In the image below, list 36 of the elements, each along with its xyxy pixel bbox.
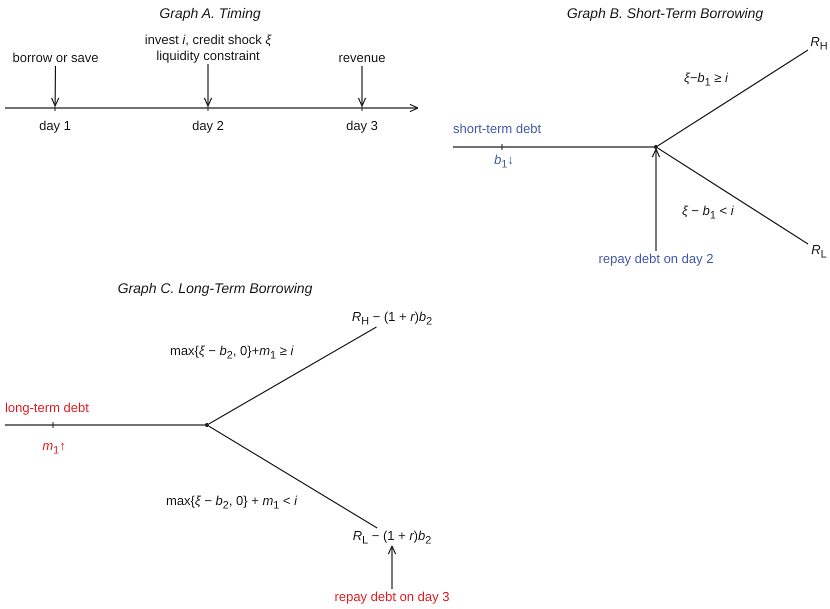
outcome-label: R$_{H}$	[808, 34, 830, 52]
repay-note: repay debt on day 2	[586, 251, 726, 267]
graph-title: Graph C. Long-Term Borrowing	[116, 280, 314, 296]
branch-line	[658, 148, 808, 244]
edge-label: long-term debt	[5, 400, 89, 416]
edge-label: short-term debt	[453, 121, 542, 137]
graph-title: Graph A. Timing	[158, 5, 262, 21]
arrow	[388, 545, 396, 589]
edge-label: ξ−b$_{1}$ ≥ i	[684, 70, 728, 91]
event-text: borrow or save	[8, 50, 103, 66]
edge-label: max{ξ − b$_{2}$, 0}+m$_{1}$ ≥ i	[170, 343, 294, 364]
graph-title: Graph B. Short-Term Borrowing	[566, 5, 764, 21]
branch-point	[654, 145, 658, 149]
arrow	[204, 64, 212, 107]
branch-line	[208, 426, 378, 529]
event-text: revenue	[327, 50, 397, 66]
outcome-label: R$_{L}$	[808, 242, 830, 260]
arrow	[51, 66, 60, 107]
edge-label: max{ξ − b$_{2}$, 0} + m$_{1}$ < i	[166, 493, 298, 514]
branch-line	[658, 50, 808, 146]
arrow	[358, 66, 366, 107]
day-label: day 1	[30, 106, 80, 134]
edge-label: ξ − b$_{1}$ < i	[682, 203, 734, 224]
outcome-label: R$_{L}$ − (1 + r)b$_{2}$	[337, 528, 447, 546]
day-label: day 3	[337, 106, 387, 134]
outcome-label: R$_{H}$ − (1 + r)b$_{2}$	[337, 309, 447, 327]
branch-line	[208, 326, 377, 424]
repay-note: repay debt on day 3	[322, 589, 462, 605]
branch-line	[453, 146, 654, 148]
branch-point	[205, 423, 209, 427]
event-text: invest i, credit shock ξ liquidity constraint	[123, 32, 293, 64]
change-label: b$_{1}$↓	[493, 152, 515, 173]
change-label: m$_{1}$↑	[41, 438, 67, 459]
arrow	[652, 148, 660, 251]
day-label: day 2	[183, 106, 233, 134]
branch-line	[5, 424, 205, 426]
